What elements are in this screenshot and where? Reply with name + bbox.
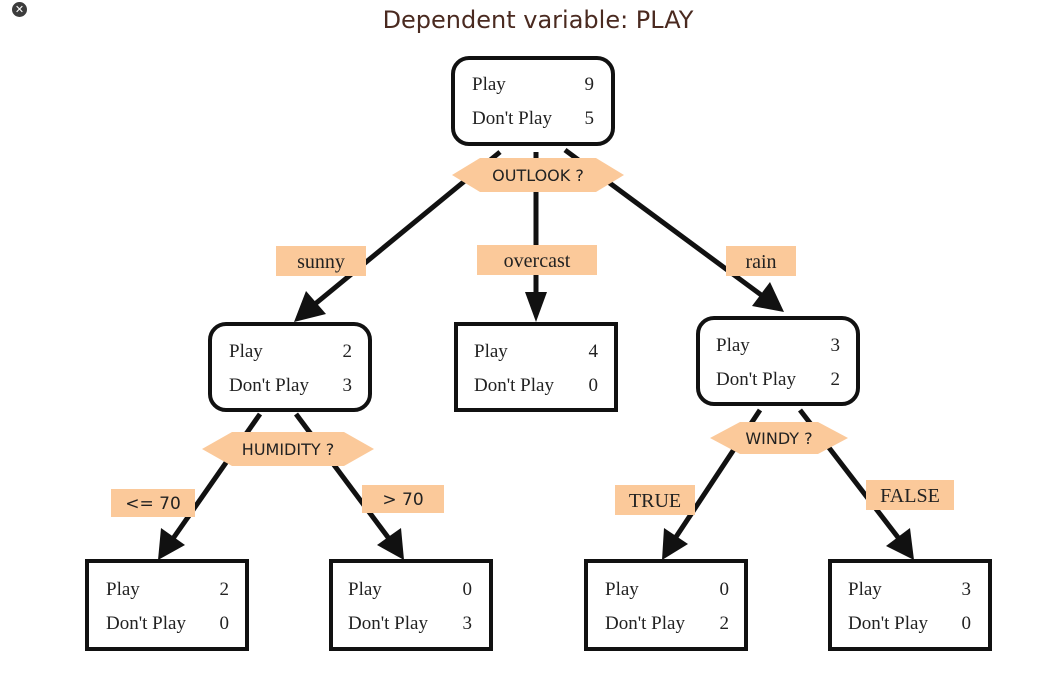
leaf4-value-2: 0 [962,613,972,634]
leaf3-label-2: Don't Play [605,613,685,634]
question-outlook: OUTLOOK ? [452,158,624,192]
branch-rain-text: rain [745,251,776,273]
leaf1-value-2: 0 [220,613,230,634]
branch-label-overcast: overcast [477,245,597,275]
branch-humidity-low-text: <= 70 [125,494,181,514]
leaf4-label-2: Don't Play [848,613,928,634]
leaf2-value-1: 0 [463,579,473,600]
leaf4-value-1: 3 [962,579,972,600]
root-value-1: 9 [585,74,595,95]
question-humidity-text: HUMIDITY ? [242,440,334,459]
sunny-value-1: 2 [343,341,353,362]
question-windy-text: WINDY ? [745,429,812,448]
leaf1-label-1: Play [106,579,140,600]
branch-sunny-text: sunny [297,251,345,273]
arrowhead-sunny [294,291,326,322]
question-outlook-text: OUTLOOK ? [492,166,584,185]
leaf3-value-2: 2 [720,613,730,634]
branch-label-windy-false: FALSE [866,480,954,510]
arrowhead-rain [752,282,784,312]
leaf2-label-2: Don't Play [348,613,428,634]
node-rain-calm: Play 3 Don't Play 0 [828,559,992,651]
sunny-label-2: Don't Play [229,375,309,396]
leaf1-value-1: 2 [220,579,230,600]
branch-label-rain: rain [726,246,796,276]
node-sunny-high-humidity: Play 0 Don't Play 3 [329,559,493,651]
leaf4-label-1: Play [848,579,882,600]
question-windy: WINDY ? [710,422,848,454]
root-value-2: 5 [585,108,595,129]
node-rain: Play 3 Don't Play 2 [696,316,860,406]
arrowhead-rain-true [662,528,688,560]
node-sunny-low-humidity: Play 2 Don't Play 0 [85,559,249,651]
rain-label-2: Don't Play [716,369,796,390]
node-overcast: Play 4 Don't Play 0 [454,322,618,412]
leaf3-value-1: 0 [720,579,730,600]
branch-label-sunny: sunny [276,246,366,276]
rain-value-2: 2 [831,369,841,390]
branch-windy-false-text: FALSE [880,485,940,507]
sunny-value-2: 3 [343,375,353,396]
overcast-label-2: Don't Play [474,375,554,396]
diagram-title: Dependent variable: PLAY [382,6,694,34]
leaf2-value-2: 3 [463,613,473,634]
rain-value-1: 3 [831,335,841,356]
rain-label-1: Play [716,335,750,356]
node-rain-windy: Play 0 Don't Play 2 [584,559,748,651]
close-icon[interactable]: ✕ [12,2,27,17]
sunny-label-1: Play [229,341,263,362]
branch-windy-true-text: TRUE [629,490,681,512]
leaf2-label-1: Play [348,579,382,600]
branch-humidity-high-text: > 70 [382,490,423,510]
leaf1-label-2: Don't Play [106,613,186,634]
root-label-2: Don't Play [472,108,552,129]
arrowhead-overcast [525,292,547,322]
leaf3-label-1: Play [605,579,639,600]
branch-label-humidity-low: <= 70 [111,489,195,517]
branch-overcast-text: overcast [504,250,571,272]
arrowhead-sunny-low [158,528,185,560]
overcast-value-1: 4 [589,341,599,362]
root-label-1: Play [472,74,506,95]
node-sunny: Play 2 Don't Play 3 [208,322,372,412]
overcast-label-1: Play [474,341,508,362]
node-root: Play 9 Don't Play 5 [451,56,615,146]
arrowhead-rain-false [886,528,914,560]
question-humidity: HUMIDITY ? [202,432,374,466]
overcast-value-2: 0 [589,375,599,396]
branch-label-windy-true: TRUE [615,485,695,515]
branch-label-humidity-high: > 70 [362,485,444,513]
arrowhead-sunny-high [377,528,404,560]
